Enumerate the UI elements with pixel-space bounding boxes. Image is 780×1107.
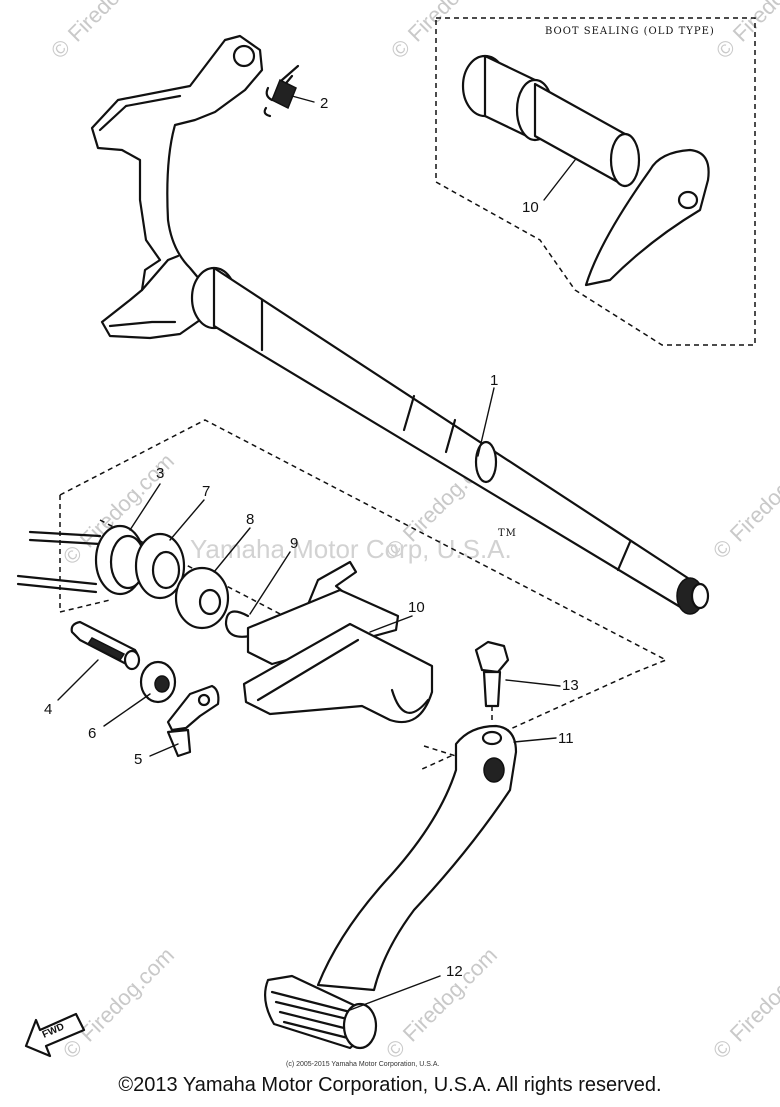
callout-10: 10	[408, 599, 425, 616]
watermark-symbol: ©	[46, 34, 75, 63]
watermark-trademark: Yamaha Motor Corp, U.S.A.	[190, 534, 512, 564]
watermark-symbol: ©	[381, 1034, 410, 1063]
callout-2: 2	[320, 95, 328, 112]
callout-13: 13	[562, 677, 579, 694]
boot-sealing-inset: BOOT SEALING (OLD TYPE)	[435, 17, 756, 346]
ring-part-3	[16, 524, 147, 596]
watermark-firedog: Firedog.com	[403, 0, 507, 47]
callouts: 1 2 3 4 5 6 7 8 9 10 10 11 12 13	[44, 95, 579, 980]
shift-arm-assembly	[90, 34, 300, 340]
callout-10-inset: 10	[522, 199, 539, 216]
watermark-firedog: Firedog.com	[725, 942, 780, 1046]
shift-shaft-part-1	[212, 266, 710, 615]
boot-part-10	[242, 560, 434, 724]
pedal-rubber-part-12	[263, 974, 378, 1050]
washer-part-8	[174, 566, 230, 630]
forward-arrow: FWD	[24, 1012, 86, 1058]
callout-7: 7	[202, 483, 210, 500]
watermark-symbol: ©	[708, 534, 737, 563]
watermark-firedog: Firedog.com	[728, 0, 780, 47]
bolt-part-13	[474, 640, 510, 724]
circlip-part-9	[224, 610, 252, 638]
nut-part-6	[139, 660, 177, 704]
inset-title: BOOT SEALING (OLD TYPE)	[545, 26, 715, 37]
callout-9: 9	[290, 535, 298, 552]
callout-6: 6	[88, 725, 96, 742]
watermark-tm: TM	[498, 528, 517, 539]
callout-3: 3	[156, 465, 164, 482]
callout-8: 8	[246, 511, 254, 528]
watermark-firedog: Firedog.com	[75, 942, 179, 1046]
copyright-footer: ©2013 Yamaha Motor Corporation, U.S.A. A…	[118, 1074, 662, 1096]
leader-lines	[57, 95, 576, 1011]
spring-part-2	[263, 64, 300, 118]
small-copyright: (c) 2005-2015 Yamaha Motor Corporation, …	[286, 1061, 439, 1068]
pedal-lever-part-11	[316, 724, 518, 992]
watermark-symbol: ©	[58, 540, 87, 569]
watermark-symbol: ©	[708, 1034, 737, 1063]
callout-5: 5	[134, 751, 142, 768]
pin-part-4	[70, 620, 141, 671]
watermark-symbol: ©	[386, 34, 415, 63]
callout-4: 4	[44, 701, 52, 718]
seal-part-7	[134, 532, 186, 600]
watermark-symbol: ©	[711, 34, 740, 63]
watermark-firedog: Firedog.com	[398, 942, 502, 1046]
small-parts	[16, 524, 510, 758]
watermark-firedog: Firedog.com	[63, 0, 167, 47]
callout-11: 11	[558, 730, 574, 747]
callout-1: 1	[490, 372, 498, 389]
tab-washer-part-5	[166, 684, 220, 758]
inset-lever-top	[584, 148, 710, 287]
shift-pedal	[263, 724, 518, 1050]
callout-12: 12	[446, 963, 463, 980]
watermark-firedog: Firedog.com	[725, 442, 780, 546]
